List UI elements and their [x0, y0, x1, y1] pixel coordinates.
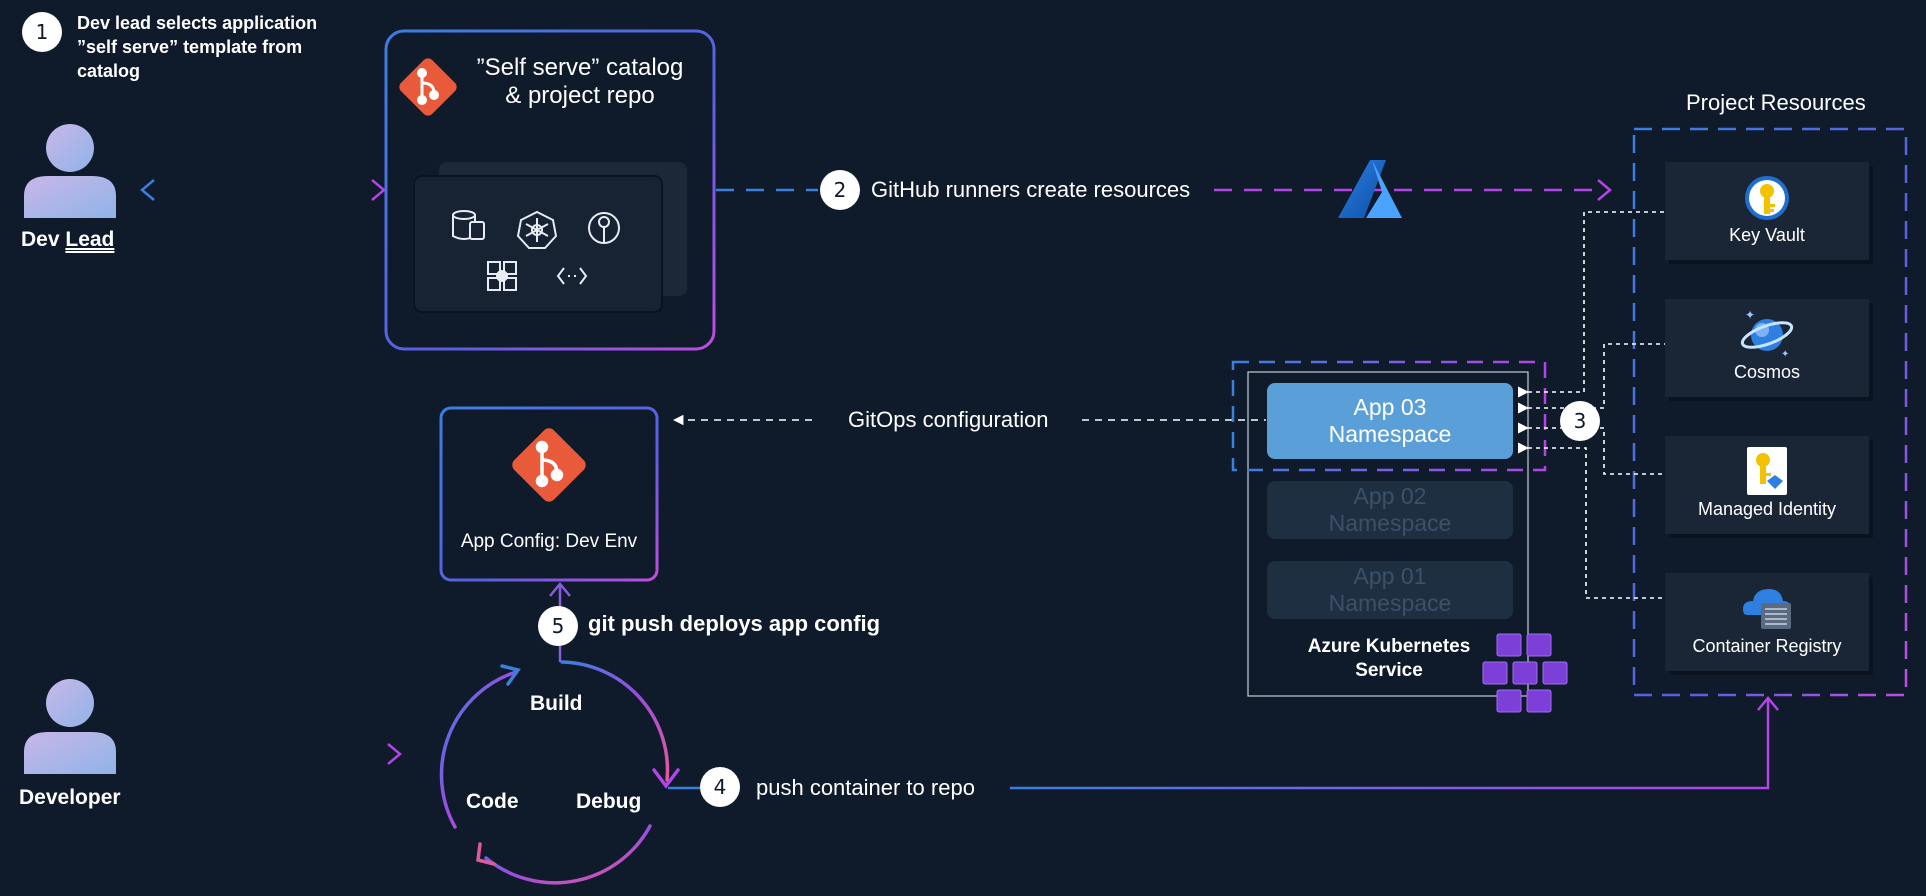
github-runners-arrow	[716, 179, 1612, 201]
dev-lead-label: Dev Lead	[21, 228, 114, 252]
resource-card-container-registry[interactable]: Container Registry	[1665, 573, 1869, 671]
resource-card-managed-identity[interactable]: Managed Identity	[1665, 436, 1869, 534]
namespace-app01[interactable]: App 01 Namespace	[1267, 561, 1513, 619]
step-1-badge: 1	[22, 12, 62, 52]
database-icon	[452, 210, 485, 240]
identity-key-icon	[588, 212, 620, 244]
aks-label: Azure Kubernetes Service	[1296, 635, 1482, 683]
resource-name: Container Registry	[1692, 636, 1842, 656]
namespace-title: App 03	[1353, 394, 1427, 420]
resource-card-key-vault[interactable]: Key Vault	[1665, 162, 1869, 260]
git-logo-icon	[399, 58, 457, 116]
namespace-resource-connectors	[1517, 206, 1688, 604]
kubernetes-icon	[516, 210, 558, 249]
dev-lead-label-part2: Lead	[65, 228, 115, 251]
dev-lead-person-icon	[24, 124, 116, 218]
key-vault-icon	[1745, 176, 1789, 220]
managed-identity-icon	[1747, 447, 1787, 495]
cycle-build-label: Build	[530, 692, 583, 715]
step-2-badge: 2	[820, 170, 860, 210]
step-5-label: git push deploys app config	[588, 611, 881, 636]
cycle-code-label: Code	[466, 790, 519, 813]
gitops-label: GitOps configuration	[848, 407, 1049, 432]
step-1-line: ”self serve” template from	[77, 37, 303, 57]
aks-label-line: Azure Kubernetes	[1307, 636, 1471, 657]
step-5-badge: 5	[538, 606, 578, 646]
container-registry-icon	[1743, 589, 1791, 629]
step-2-label: GitHub runners create resources	[871, 177, 1191, 202]
cycle-debug-label: Debug	[576, 790, 642, 813]
resource-card-cosmos[interactable]: ✦ ✦ Cosmos	[1665, 299, 1869, 397]
developer-arrow	[134, 743, 402, 765]
namespace-subtitle: Namespace	[1328, 590, 1452, 616]
developer-person-icon	[24, 679, 116, 774]
namespace-title: App 02	[1353, 483, 1427, 509]
svg-text:✦: ✦	[1745, 308, 1755, 322]
aks-label-line: Service	[1355, 660, 1423, 681]
project-resources-title: Project Resources	[1686, 90, 1866, 115]
push-container-arrow	[668, 696, 1779, 790]
git-logo-icon	[512, 428, 586, 502]
step-4-label: push container to repo	[756, 775, 975, 800]
step-1-line: Dev lead selects application	[77, 13, 318, 33]
catalog-title: ”Self serve” catalog & project repo	[460, 54, 700, 110]
namespace-app02[interactable]: App 02 Namespace	[1267, 481, 1513, 539]
svg-text:✦: ✦	[1781, 349, 1789, 359]
catalog-card-front	[413, 175, 663, 313]
app-grid-icon	[487, 261, 517, 291]
step-4-badge: 4	[700, 767, 740, 807]
resource-name: Managed Identity	[1697, 499, 1837, 519]
resource-name: Key Vault	[1729, 225, 1805, 245]
code-icon	[556, 267, 588, 285]
dev-cycle	[439, 660, 680, 885]
app03-highlight-box	[1231, 360, 1547, 472]
catalog-title-line: ”Self serve” catalog	[476, 54, 684, 81]
devlead-catalog-arrow	[140, 179, 386, 201]
namespace-subtitle: Namespace	[1328, 421, 1452, 447]
dev-lead-label-part1: Dev	[21, 228, 60, 251]
aks-cluster-icon	[1482, 633, 1568, 713]
namespace-app03[interactable]: App 03 Namespace	[1267, 383, 1513, 459]
app-config-label: App Config: Dev Env	[460, 531, 638, 552]
namespace-subtitle: Namespace	[1328, 510, 1452, 536]
step-1-line: catalog	[77, 61, 141, 81]
catalog-title-line: & project repo	[505, 82, 655, 109]
namespace-title: App 01	[1353, 563, 1427, 589]
resource-name: Cosmos	[1733, 362, 1800, 382]
azure-logo-icon	[1338, 160, 1402, 218]
developer-label: Developer	[19, 786, 121, 809]
step-3-badge: 3	[1560, 401, 1600, 441]
step-1-description: Dev lead selects application ”self serve…	[77, 11, 317, 83]
cosmos-icon: ✦ ✦	[1740, 308, 1794, 359]
